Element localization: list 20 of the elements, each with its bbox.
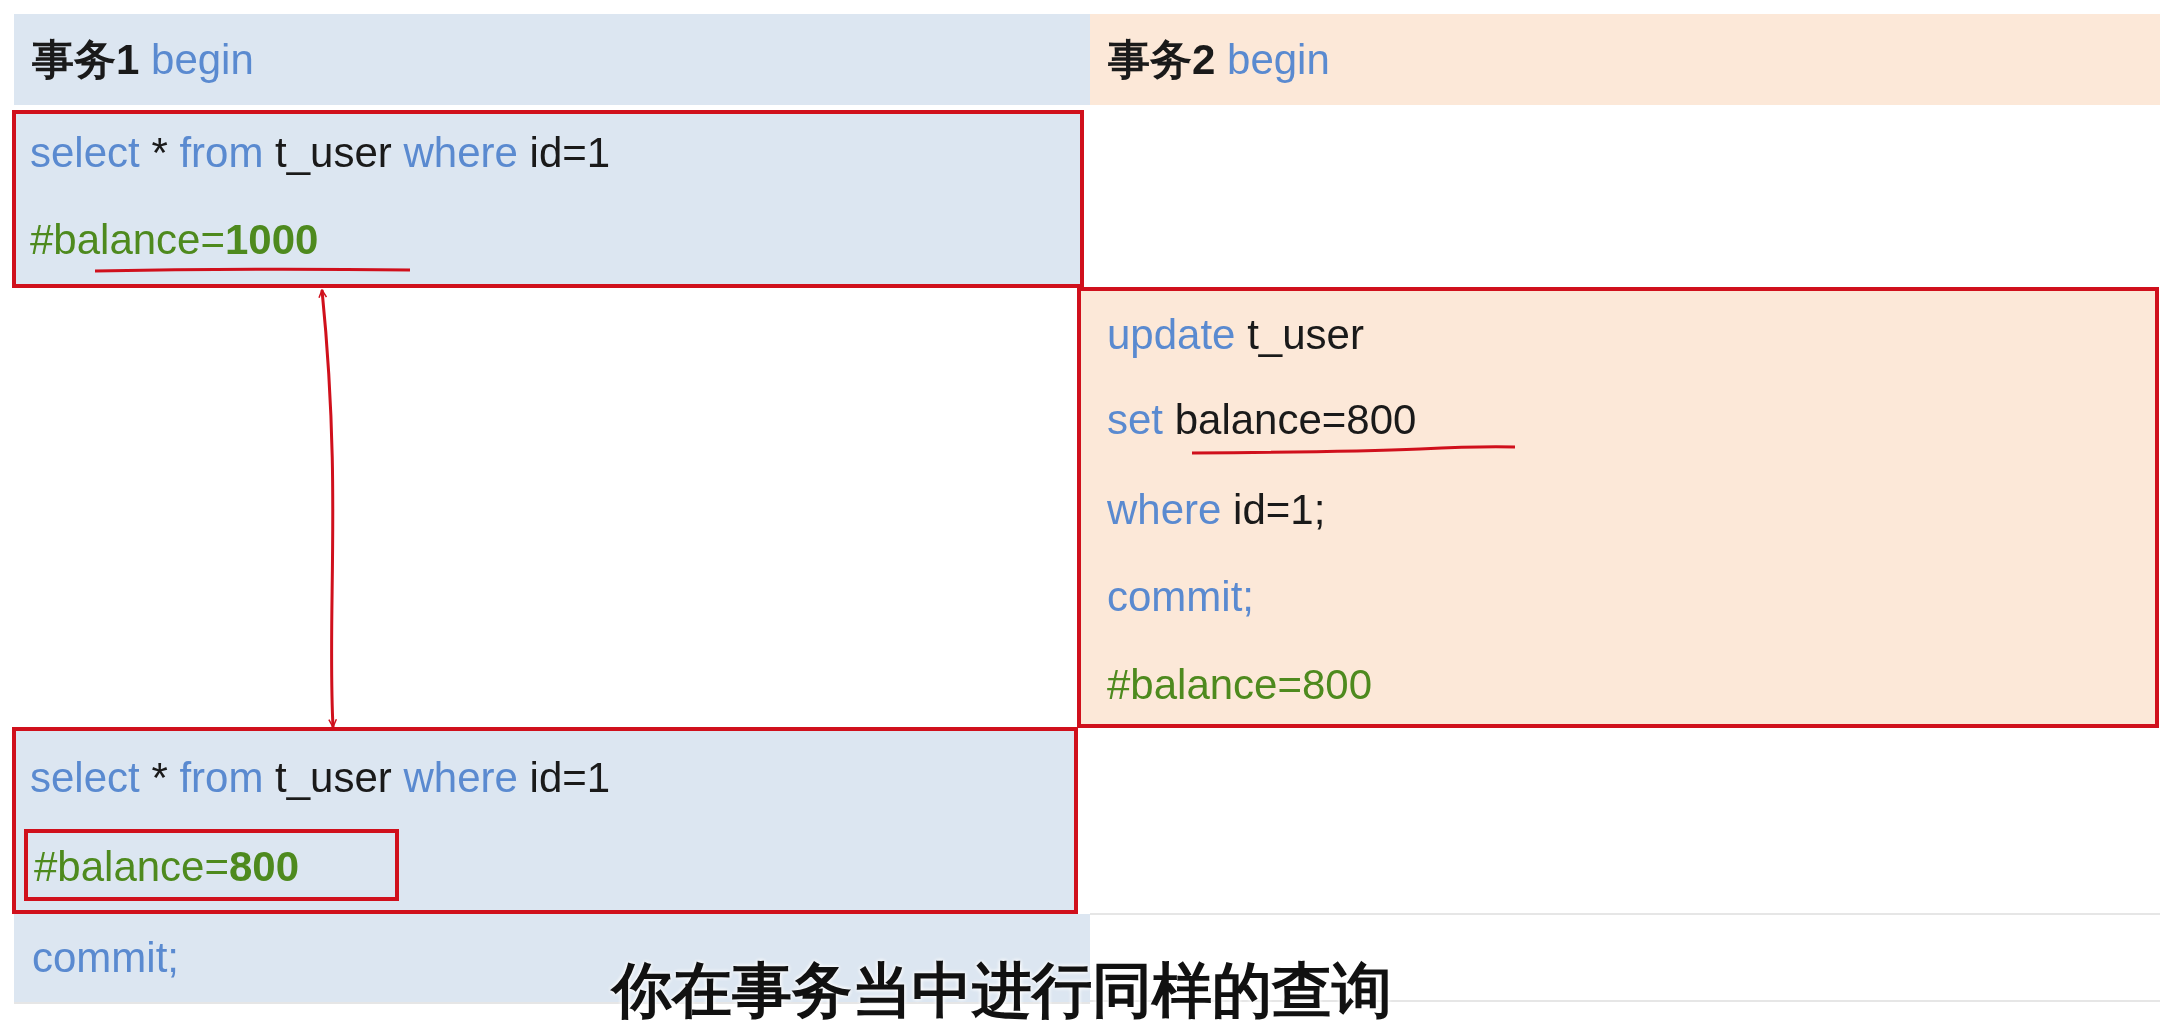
code-line: commit; [1107, 572, 1254, 622]
code-line: select * from t_user where id=1 [30, 753, 611, 803]
code-line: #balance=1000 [30, 215, 319, 265]
code-line: #balance=800 [1107, 660, 1373, 710]
arrow [318, 289, 338, 728]
highlight-box [24, 829, 399, 901]
column-heading: 事务1 begin [32, 35, 254, 85]
highlight-box [1077, 287, 2159, 728]
header-cell [14, 14, 1090, 105]
subtitle: 你在事务当中进行同样的查询 [612, 954, 1392, 1027]
code-line: update t_user [1107, 310, 1364, 360]
highlight-box [12, 727, 1078, 914]
code-line: #balance=800 [34, 842, 300, 892]
code-line: where id=1; [1107, 485, 1326, 535]
code-line: commit; [32, 933, 179, 983]
code-line: set balance=800 [1107, 395, 1417, 445]
highlight-box [12, 110, 1084, 288]
header-cell [1090, 14, 2160, 105]
code-line: select * from t_user where id=1 [30, 128, 611, 178]
column-heading: 事务2 begin [1108, 35, 1330, 85]
